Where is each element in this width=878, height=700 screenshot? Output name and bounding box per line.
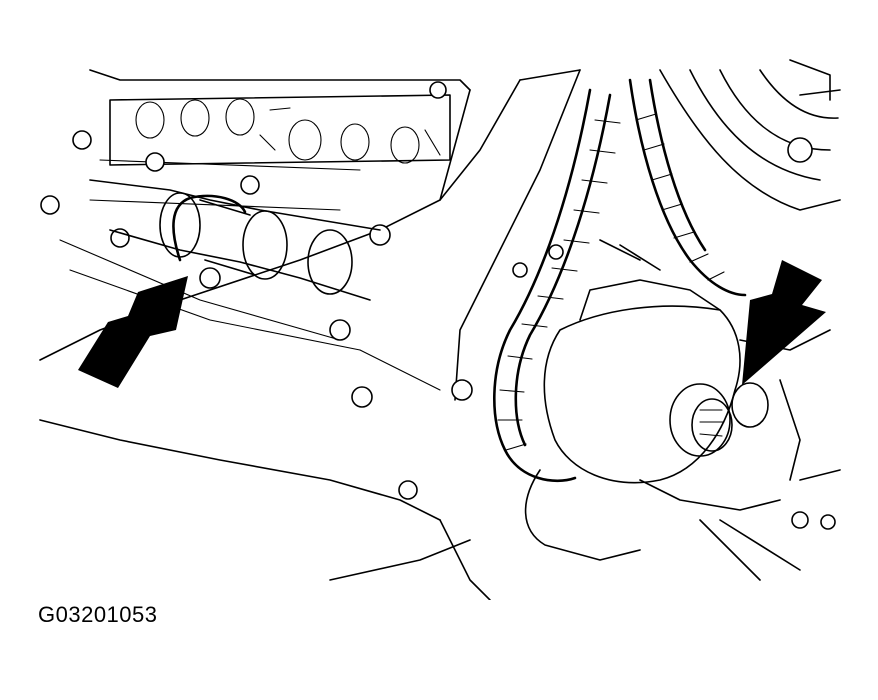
right-callout-arrow [742,260,826,385]
timing-chain [493,78,747,483]
technical-illustration [39,59,841,600]
engine-block-outline [39,69,581,600]
cover-bolts [40,81,473,500]
camshaft-sensor-assembly [89,179,381,301]
cam-cover-casting-marks [109,94,451,166]
cam-sprocket [659,59,841,211]
figure-id-label: G03201053 [38,602,158,627]
left-callout-arrow [78,276,188,388]
tensioner-housing [512,239,841,581]
